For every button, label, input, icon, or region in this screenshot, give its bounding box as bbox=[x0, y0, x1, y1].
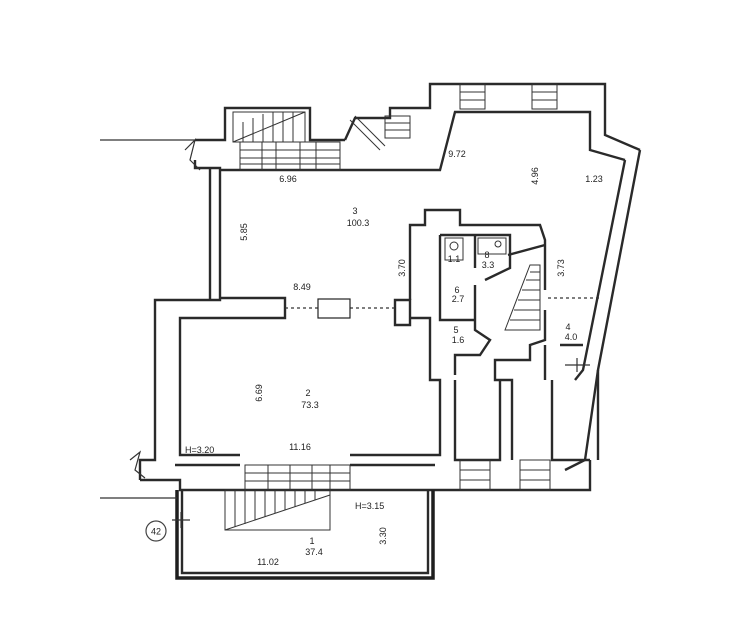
exterior-walls bbox=[100, 82, 642, 492]
room-8-number: 8 bbox=[484, 250, 489, 260]
room-2-area: 73.3 bbox=[301, 400, 319, 410]
reference-marker: 42 bbox=[145, 520, 167, 542]
dim-6-69: 6.69 bbox=[254, 384, 264, 402]
dimension-labels: 6.96 9.72 1.23 8.49 11.16 11.02 4.96 5.8… bbox=[185, 149, 603, 567]
dim-5-85: 5.85 bbox=[239, 223, 249, 241]
dim-9-72: 9.72 bbox=[448, 149, 466, 159]
dim-6-96: 6.96 bbox=[279, 174, 297, 184]
room-1-area: 37.4 bbox=[305, 547, 323, 557]
staircase-core bbox=[504, 264, 541, 331]
stair-treads-top bbox=[239, 141, 341, 171]
window-top-1 bbox=[384, 115, 411, 139]
break-marks bbox=[100, 138, 590, 528]
room-3-area: 100.3 bbox=[347, 218, 370, 228]
dim-3-30: 3.30 bbox=[378, 527, 388, 545]
room-labels: 3 100.3 2 73.3 1 37.4 4 4.0 5 1.6 6 2.7 … bbox=[301, 206, 577, 557]
dim-3-70: 3.70 bbox=[397, 259, 407, 277]
room-4-number: 4 bbox=[565, 322, 570, 332]
openings bbox=[285, 297, 600, 309]
room-2-number: 2 bbox=[305, 388, 310, 398]
window-top-2 bbox=[459, 83, 486, 110]
dim-11-16: 11.16 bbox=[289, 442, 311, 452]
dim-1-23: 1.23 bbox=[585, 174, 603, 184]
dim-11-02: 11.02 bbox=[257, 557, 279, 567]
marker-label: 42 bbox=[151, 527, 161, 537]
room-1-number: 1 bbox=[309, 536, 314, 546]
room-5-area: 1.6 bbox=[452, 335, 465, 345]
staircase-top-left bbox=[232, 111, 306, 143]
height-h-3-20: H=3.20 bbox=[185, 445, 214, 455]
dim-4-96: 4.96 bbox=[530, 167, 540, 185]
room-1-outline bbox=[175, 490, 435, 580]
room-7-area: 1.1 bbox=[448, 254, 461, 264]
staircase-bottom bbox=[224, 489, 331, 531]
room-6-number: 6 bbox=[454, 285, 459, 295]
dim-8-49: 8.49 bbox=[293, 282, 311, 292]
window-top-3 bbox=[531, 83, 558, 110]
beam-box bbox=[317, 298, 351, 319]
dim-3-73: 3.73 bbox=[556, 259, 566, 277]
stair-diagonal-top bbox=[349, 115, 386, 151]
room-3-number: 3 bbox=[352, 206, 357, 216]
sanitary-fixtures bbox=[444, 237, 507, 261]
room-6-area: 2.7 bbox=[452, 294, 465, 304]
room-4-area: 4.0 bbox=[565, 332, 578, 342]
stair-treads-bottom bbox=[244, 464, 351, 491]
room-8-area: 3.3 bbox=[482, 260, 495, 270]
room-5-number: 5 bbox=[453, 325, 458, 335]
window-bottom bbox=[459, 459, 551, 491]
height-h-3-15: H=3.15 bbox=[355, 501, 384, 511]
